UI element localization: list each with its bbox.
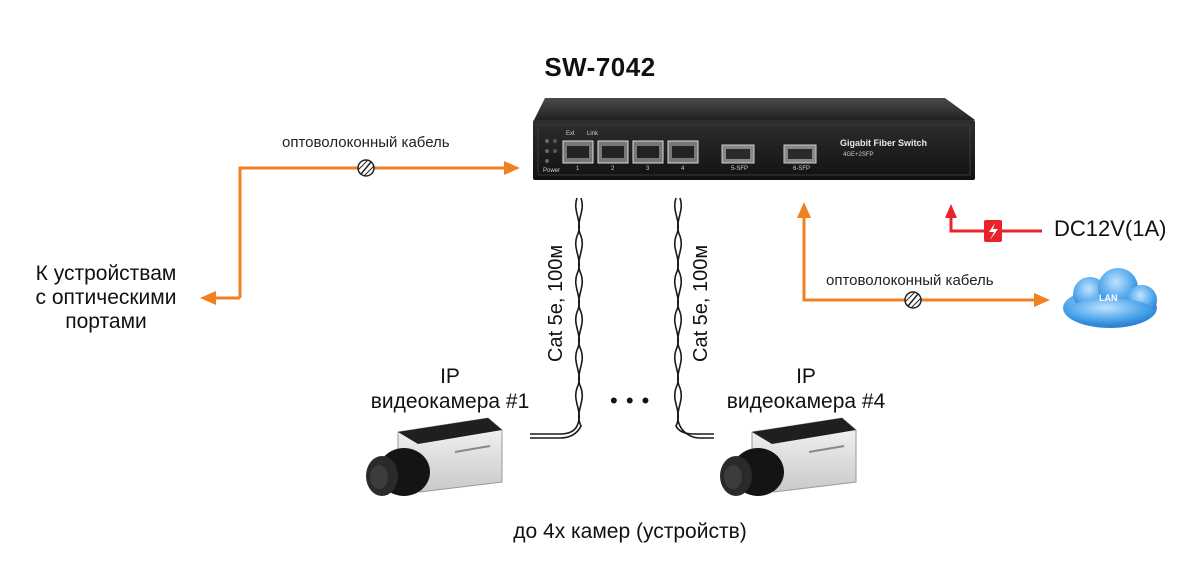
sfp-ports [721, 144, 817, 164]
camera-4-label-line-1: IP [796, 365, 816, 388]
fiber-cable-label-left: оптоволоконный кабель [282, 134, 450, 151]
diagram-title: SW-7042 [544, 52, 656, 82]
power-arrow-head [945, 204, 957, 218]
twisted-cable-1 [530, 197, 583, 439]
switch-led-label-link: Link [587, 131, 599, 137]
optical-devices-line-3: портами [65, 310, 147, 333]
rj45-ports [562, 140, 699, 164]
switch-power-label: Power [543, 168, 561, 174]
power-label: DC12V(1A) [1054, 216, 1167, 241]
lan-label: LAN [1099, 293, 1118, 303]
switch-led-label-ext: Ext [566, 131, 575, 137]
switch-port-number-1: 1 [576, 166, 580, 172]
footer-caption: до 4х камер (устройств) [513, 520, 747, 543]
camera-1-label-line-2: видеокамера #1 [370, 390, 530, 413]
power-connector-icon [984, 220, 1002, 242]
switch-model-label: Gigabit Fiber Switch [840, 138, 928, 148]
twisted-cable-2 [674, 197, 714, 439]
fiber-icon-left [357, 159, 375, 177]
fiber-cable-right [802, 216, 1036, 302]
ellipsis: • • • [610, 388, 651, 413]
arrow-head-to-devices [200, 291, 216, 305]
switch-port-number-2: 2 [611, 166, 615, 172]
fiber-cable-label-right: оптоволоконный кабель [826, 272, 994, 289]
camera-1-label-line-1: IP [440, 365, 460, 388]
fiber-icon-right [904, 291, 922, 309]
switch-sfp-label-6: 6-SFP [793, 166, 811, 172]
switch-sfp-label-5: 5-SFP [731, 166, 749, 172]
camera-1-label: IP видеокамера #1 [340, 364, 560, 414]
fiber-cable-left [214, 166, 508, 300]
power-line [949, 218, 1042, 233]
optical-devices-label: К устройствам с оптическими портами [20, 262, 192, 334]
switch-port-number-4: 4 [681, 166, 685, 172]
switch-model-sub: 4GE+2SFP [843, 152, 874, 158]
camera-4-label: IP видеокамера #4 [696, 364, 916, 414]
cable-label-2: Cat 5e, 100м [690, 244, 712, 362]
lan-cloud-icon [1063, 268, 1157, 328]
switch-port-number-3: 3 [646, 166, 650, 172]
arrow-head-to-switch [504, 161, 520, 175]
ip-camera-1-icon [366, 417, 503, 496]
camera-4-label-line-2: видеокамера #4 [726, 390, 886, 413]
arrow-head-to-switch-up [797, 202, 811, 218]
switch-device [533, 98, 975, 180]
arrow-head-to-lan [1034, 293, 1050, 307]
optical-devices-line-2: с оптическими [35, 286, 177, 309]
cable-label-1: Cat 5e, 100м [545, 244, 567, 362]
optical-devices-line-1: К устройствам [35, 262, 177, 285]
ip-camera-4-icon [720, 417, 857, 496]
